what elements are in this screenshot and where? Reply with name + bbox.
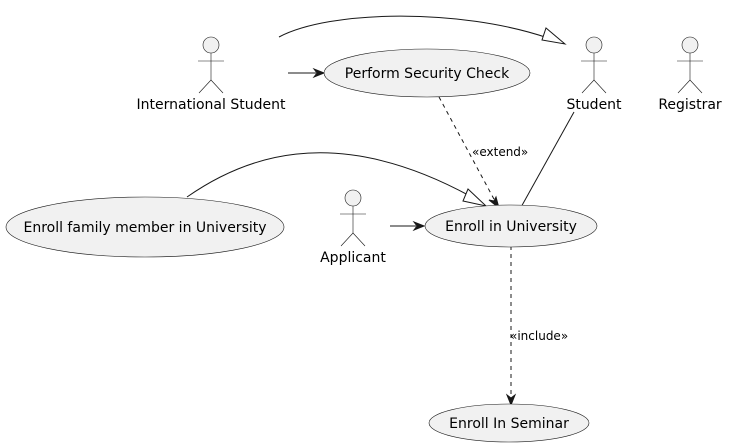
actor-applicant: Applicant [320,189,386,266]
actor-label: Student [566,97,622,113]
include-label: «include» [510,329,568,343]
actor-registrar: Registrar [658,36,722,113]
use-case-ellipse [323,48,531,98]
use-case-enroll-in-university: Enroll in University [424,204,598,248]
extend-relationship [438,96,496,202]
actor-right-leg [689,79,703,94]
actor-left-leg [340,232,354,247]
actor-right-leg [210,79,224,94]
actor-student: Student [566,36,622,113]
extend-label: «extend» [472,145,528,159]
generalization-international-to-student [278,15,549,39]
use-case-ellipse [428,403,590,443]
actor-international-student: International Student [137,36,286,113]
actor-left-leg [198,79,212,94]
actor-head [202,36,220,54]
use-case-label: Enroll In Seminar [449,416,569,432]
generalization-arrowhead-enroll [462,188,488,207]
association-arrowhead-enroll [412,220,426,232]
association-arrowhead-security [312,67,326,79]
association-student-to-enroll [519,111,575,210]
actor-right-leg [593,79,607,94]
use-case-ellipse [5,196,285,258]
actor-head [344,189,362,207]
use-case-label: Perform Security Check [345,66,510,82]
generalization-arrowhead-student [541,27,567,45]
use-case-ellipse [424,204,598,248]
use-case-enroll-family-member: Enroll family member in University [5,196,285,258]
actor-head [681,36,699,54]
actor-label: Registrar [658,97,722,113]
actor-label: Applicant [320,250,386,266]
use-case-enroll-in-seminar: Enroll In Seminar [428,403,590,443]
actor-head [585,36,603,54]
use-case-perform-security-check: Perform Security Check [323,48,531,98]
include-arrowhead [505,393,517,407]
actor-left-leg [677,79,691,94]
actor-label: International Student [137,97,286,113]
actor-right-leg [352,232,366,247]
generalization-family-to-enroll [186,152,471,198]
use-case-label: Enroll in University [445,219,577,235]
use-case-label: Enroll family member in University [23,220,266,236]
actor-left-leg [581,79,595,94]
